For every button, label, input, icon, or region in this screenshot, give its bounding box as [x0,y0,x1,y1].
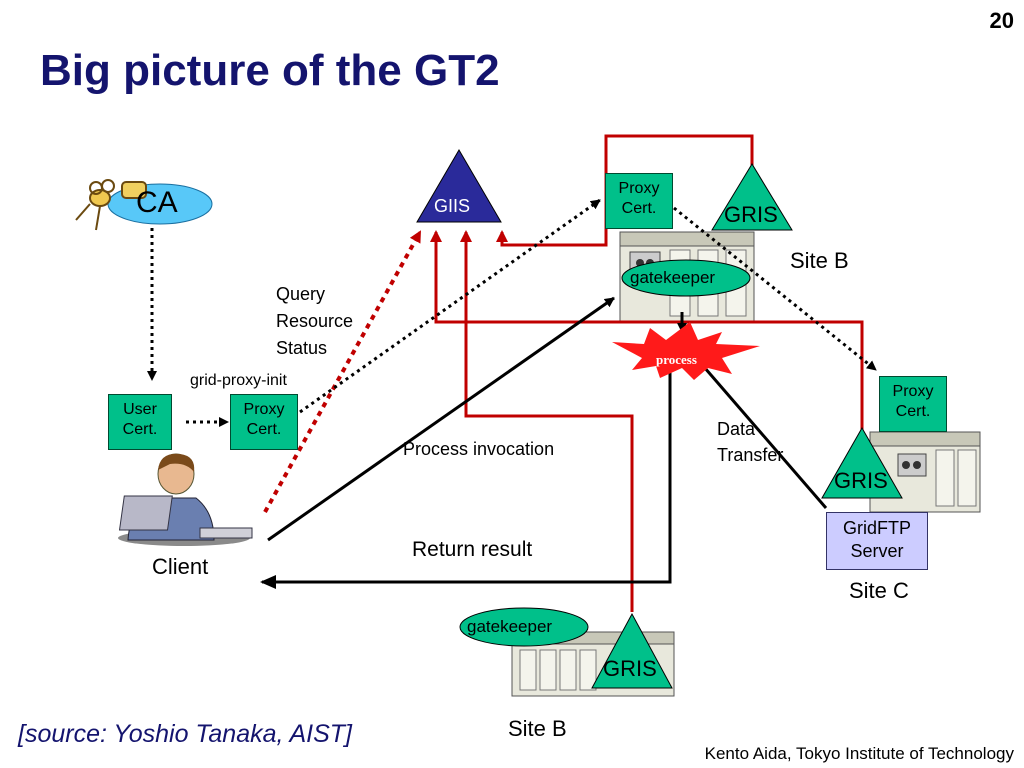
footer-credit: Kento Aida, Tokyo Institute of Technolog… [704,744,1014,763]
site-b-top-label: Site B [790,248,849,273]
process-invocation-label: Process invocation [403,439,555,459]
proxy-cert-client: Proxy Cert. [230,394,298,450]
giis-triangle [416,149,502,223]
proxy-cert-right-line1: Proxy [892,383,934,400]
client-person-icon [118,453,253,546]
dotted-delegation-lines [147,198,877,427]
server-machine-site-c [869,431,981,513]
proxy-cert-client-line2: Cert. [246,421,282,438]
gris-triangle-bottom [591,612,673,689]
user-cert-line2: Cert. [122,421,158,438]
site-c-label: Site C [849,578,909,603]
gridftp-line2: Server [850,541,904,561]
proxy-cert-top: Proxy Cert. [605,173,673,229]
proxy-cert-top-line1: Proxy [618,180,660,197]
data-transfer-line2: Transfer [717,445,784,465]
query-line1: Query [276,284,326,304]
process-label: process [656,352,697,367]
query-resource-status-line [263,230,422,513]
user-cert: User Cert. [108,394,172,450]
solid-flow-arrows [260,296,828,589]
page-number: 20 [989,8,1014,33]
gatekeeper-label-bottom: gatekeeper [467,617,553,636]
client-label: Client [152,554,209,579]
data-transfer-line1: Data [717,419,756,439]
gatekeeper-label-top: gatekeeper [630,268,716,287]
process-burst [612,322,760,380]
giis-label: GIIS [434,196,471,216]
site-b-bottom-label: Site B [508,716,567,741]
return-result-label: Return result [412,538,533,561]
gris-label-bottom: GRIS [603,656,657,681]
query-resource-status-label: Query Resource Status [276,281,353,362]
query-line2: Resource [276,311,354,331]
slide-title: Big picture of the GT2 [40,46,500,95]
keys-icon [75,179,147,231]
query-line3: Status [276,338,328,358]
gridftp-line1: GridFTP [842,518,911,538]
gatekeeper-ellipse-bottom [459,607,589,647]
proxy-cert-right: Proxy Cert. [879,376,947,432]
proxy-cert-client-line1: Proxy [243,401,285,418]
gris-triangle-right [821,426,903,499]
gris-triangle-top [711,163,793,231]
gris-label-top: GRIS [724,202,778,227]
proxy-cert-top-line2: Cert. [621,200,657,217]
user-cert-line1: User [123,401,157,418]
gatekeeper-ellipse-top [621,259,751,297]
grid-proxy-init-label: grid-proxy-init [190,372,287,389]
proxy-cert-right-line2: Cert. [895,403,931,420]
ca-label: CA [136,186,178,219]
gris-label-right: GRIS [834,468,888,493]
source-citation: [source: Yoshio Tanaka, AIST] [18,720,352,748]
data-transfer-label: Data Transfer [717,416,783,468]
gridftp-server-box: GridFTP Server [826,512,928,570]
